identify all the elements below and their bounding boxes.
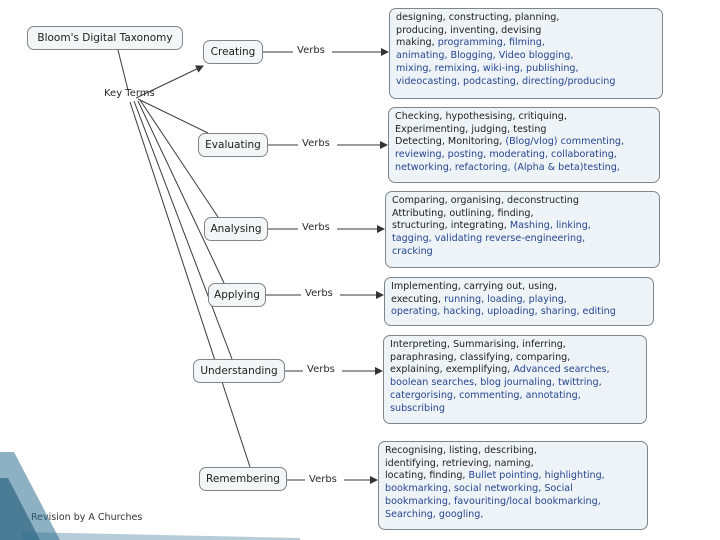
digital-verb-text: running, loading, playing,	[444, 293, 567, 305]
digital-verb-text: mixing, remixing, wiki-ing, publishing,	[396, 62, 579, 74]
verb-text: Attributing, outlining, finding,	[392, 207, 534, 219]
verbs-box-evaluating: Checking, hypothesising, critiquing, Exp…	[388, 107, 660, 183]
digital-verb-text: bookmarking, social networking, Social	[385, 483, 573, 495]
verb-text: executing,	[391, 293, 445, 305]
digital-verb-text: Bullet pointing, highlighting,	[468, 470, 605, 482]
keyterms-to-level-line	[129, 101, 251, 468]
digital-verb-text: programming, filming,	[437, 37, 545, 49]
verb-text: Checking, hypothesising, critiquing,	[395, 111, 567, 122]
digital-verb-text: tagging, validating reverse-engineering,	[392, 233, 586, 245]
verbs-label-evaluating: Verbs	[300, 138, 332, 149]
verb-text: identifying, retrieving, naming,	[385, 457, 534, 469]
level-node-evaluating: Evaluating	[198, 133, 268, 157]
verb-text: Interpreting, Summarising, inferring,	[390, 339, 566, 350]
verbs-box-analysing: Comparing, organising, deconstructing At…	[385, 191, 660, 268]
verb-text: Comparing, organising, deconstructing	[392, 195, 579, 206]
digital-verb-text: operating, hacking, uploading, sharing, …	[391, 306, 616, 318]
verbs-box-remembering: Recognising, listing, describing, identi…	[378, 441, 648, 530]
verbs-label-remembering: Verbs	[307, 474, 339, 485]
key-terms-label: Key Terms	[104, 88, 155, 99]
keyterms-to-level-line	[133, 100, 233, 360]
verb-text: explaining, exemplifying,	[390, 364, 514, 376]
digital-verb-text: catergorising, commenting, annotating,	[390, 389, 581, 401]
digital-verb-text: reviewing, posting, moderating, collabor…	[395, 149, 617, 161]
verbs-box-applying: Implementing, carrying out, using, execu…	[384, 277, 654, 326]
verbs-label-analysing: Verbs	[300, 222, 332, 233]
keyterms-to-level-line	[135, 65, 204, 99]
digital-verb-text: Mashing, linking,	[509, 220, 591, 232]
digital-verb-text: (Blog/vlog) commenting,	[505, 136, 625, 148]
level-node-understanding: Understanding	[193, 359, 285, 383]
verb-text: making,	[396, 37, 438, 49]
keyterms-to-level-line	[137, 98, 209, 134]
verb-text: paraphrasing, classifying, comparing,	[390, 351, 571, 363]
digital-verb-text: Advanced searches,	[513, 364, 610, 376]
verb-text: designing, constructing, planning,	[396, 12, 560, 23]
digital-verb-text: subscribing	[390, 402, 445, 414]
keyterms-to-level-line	[139, 99, 219, 218]
digital-verb-text: animating, Blogging, Video blogging,	[396, 50, 574, 62]
verb-text: producing, inventing, devising	[396, 24, 542, 36]
digital-verb-text: Searching, googling,	[385, 508, 484, 520]
verb-text: locating, finding,	[385, 470, 469, 482]
level-node-remembering: Remembering	[199, 467, 287, 491]
verb-text: Experimenting, judging, testing	[395, 123, 547, 135]
digital-verb-text: videocasting, podcasting, directing/prod…	[396, 75, 616, 87]
verbs-label-creating: Verbs	[295, 45, 327, 56]
verbs-box-understanding: Interpreting, Summarising, inferring, pa…	[383, 335, 647, 424]
verb-text: Implementing, carrying out, using,	[391, 281, 558, 292]
keyterms-to-level-line	[137, 100, 225, 284]
verb-text: structuring, integrating,	[392, 220, 510, 232]
digital-verb-text: boolean searches, blog journaling, twitt…	[390, 377, 602, 389]
verb-text: Recognising, listing, describing,	[385, 445, 537, 456]
level-node-creating: Creating	[203, 40, 263, 64]
verbs-box-creating: designing, constructing, planning, produ…	[389, 8, 663, 99]
digital-verb-text: networking, refactoring, (Alpha & beta)t…	[395, 161, 620, 173]
verbs-label-applying: Verbs	[303, 288, 335, 299]
level-node-applying: Applying	[208, 283, 266, 307]
title-node: Bloom's Digital Taxonomy	[27, 26, 183, 50]
level-node-analysing: Analysing	[204, 217, 268, 241]
verb-text: Detecting, Monitoring,	[395, 136, 506, 148]
title-to-keyterms-line	[117, 49, 129, 91]
digital-verb-text: cracking	[392, 245, 433, 257]
credit-text: Revision by A Churches	[31, 512, 143, 523]
verbs-label-understanding: Verbs	[305, 364, 337, 375]
digital-verb-text: bookmarking, favouriting/local bookmarki…	[385, 495, 601, 507]
